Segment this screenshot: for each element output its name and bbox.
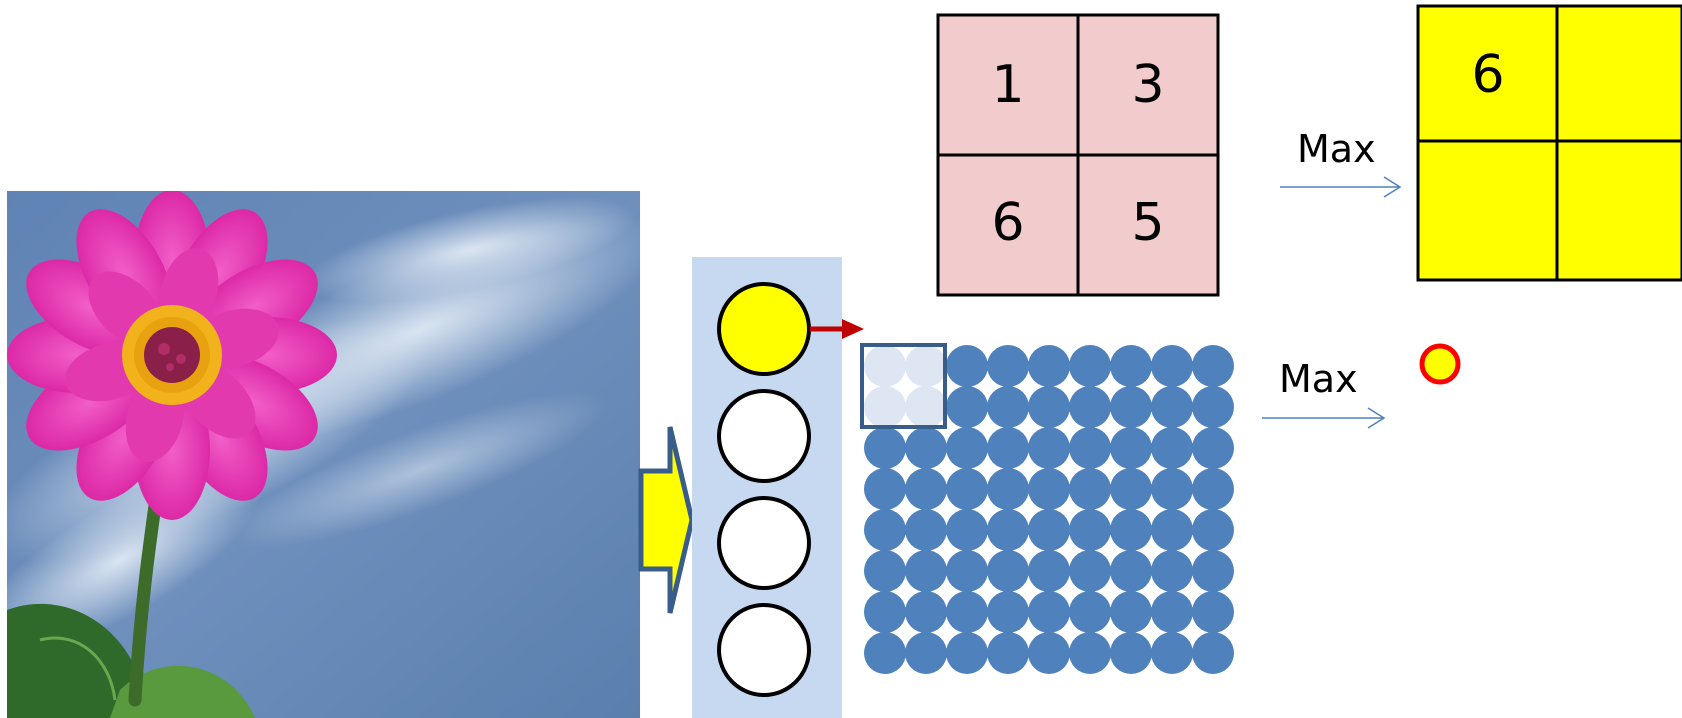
feature-neuron: [1069, 591, 1111, 633]
pool-output-cell: 6: [1471, 45, 1504, 105]
feature-neuron: [864, 509, 906, 551]
pool-input-cell: 3: [1131, 55, 1164, 115]
filter-neuron: [717, 603, 811, 697]
feature-neuron: [1192, 345, 1234, 387]
feature-neuron: [1110, 345, 1152, 387]
feature-neuron: [1028, 591, 1070, 633]
feature-neuron: [946, 550, 988, 592]
feature-map-grid: [864, 345, 1234, 674]
pooled-neuron: [905, 345, 947, 387]
feature-neuron: [946, 386, 988, 428]
feature-neuron: [1151, 591, 1193, 633]
feature-neuron: [905, 591, 947, 633]
pool-output-grid: 6: [1416, 4, 1682, 282]
feature-neuron: [987, 550, 1029, 592]
feature-neuron: [946, 509, 988, 551]
feature-neuron: [1192, 468, 1234, 510]
feature-neuron: [1028, 468, 1070, 510]
feature-neuron: [946, 427, 988, 469]
feature-neuron: [905, 550, 947, 592]
max-arrow-bottom: [1262, 407, 1386, 429]
feature-neuron: [987, 386, 1029, 428]
feature-neuron: [1028, 550, 1070, 592]
feature-neuron: [1151, 550, 1193, 592]
pool-input-cell: 5: [1131, 193, 1164, 253]
feature-neuron: [1110, 468, 1152, 510]
feature-neuron: [1069, 345, 1111, 387]
feature-neuron: [1192, 591, 1234, 633]
feature-neuron: [1151, 386, 1193, 428]
feature-neuron: [1028, 386, 1070, 428]
input-flower-photo: [7, 191, 640, 718]
feature-neuron: [1110, 427, 1152, 469]
feature-neuron: [864, 632, 906, 674]
feature-neuron: [987, 632, 1029, 674]
feature-neuron: [1069, 632, 1111, 674]
feature-neuron: [1110, 509, 1152, 551]
feature-neuron: [1028, 632, 1070, 674]
feature-neuron: [1069, 509, 1111, 551]
feature-neuron: [987, 468, 1029, 510]
active-filter-neuron: [717, 282, 811, 376]
feature-neuron: [1151, 427, 1193, 469]
feature-neuron: [946, 468, 988, 510]
feature-neuron: [987, 591, 1029, 633]
feature-neuron: [1192, 509, 1234, 551]
pooling-window: [860, 343, 947, 429]
filter-neuron-column: [717, 282, 811, 697]
feature-neuron: [905, 427, 947, 469]
feature-neuron: [1069, 386, 1111, 428]
flow-arrow: [638, 426, 695, 614]
filter-neuron: [717, 496, 811, 590]
connector-arrow: [810, 319, 864, 339]
feature-neuron: [987, 509, 1029, 551]
feature-neuron: [1192, 550, 1234, 592]
feature-neuron: [1069, 550, 1111, 592]
feature-neuron: [946, 632, 988, 674]
feature-neuron: [864, 468, 906, 510]
pool-input-cell: 1: [991, 55, 1024, 115]
feature-neuron: [1151, 509, 1193, 551]
pooled-neuron: [905, 386, 947, 428]
pooled-output-dot: [1419, 343, 1461, 385]
feature-neuron: [1151, 468, 1193, 510]
feature-neuron: [987, 427, 1029, 469]
feature-neuron: [1028, 345, 1070, 387]
feature-neuron: [905, 468, 947, 510]
feature-neuron: [905, 632, 947, 674]
feature-neuron: [946, 345, 988, 387]
feature-neuron: [1151, 632, 1193, 674]
pooled-neuron: [864, 386, 906, 428]
feature-neuron: [1028, 509, 1070, 551]
feature-neuron: [864, 591, 906, 633]
feature-neuron: [1110, 591, 1152, 633]
feature-neuron: [1110, 386, 1152, 428]
feature-neuron: [864, 550, 906, 592]
feature-neuron: [1069, 427, 1111, 469]
pool-input-cell: 6: [991, 193, 1024, 253]
feature-neuron: [1110, 550, 1152, 592]
feature-neuron: [1192, 632, 1234, 674]
feature-neuron: [1192, 427, 1234, 469]
feature-neuron: [987, 345, 1029, 387]
feature-neuron: [1028, 427, 1070, 469]
feature-neuron: [864, 427, 906, 469]
feature-neuron: [905, 509, 947, 551]
feature-neuron: [1151, 345, 1193, 387]
max-arrow-top: [1280, 176, 1402, 198]
max-label-top: Max: [1297, 127, 1376, 171]
feature-neuron: [1069, 468, 1111, 510]
feature-neuron: [1192, 386, 1234, 428]
filter-neuron: [717, 389, 811, 483]
pool-input-grid: 1 3 6 5: [936, 13, 1220, 297]
max-label-bottom: Max: [1279, 357, 1358, 401]
pooled-neuron: [864, 345, 906, 387]
feature-neuron: [946, 591, 988, 633]
feature-neuron: [1110, 632, 1152, 674]
